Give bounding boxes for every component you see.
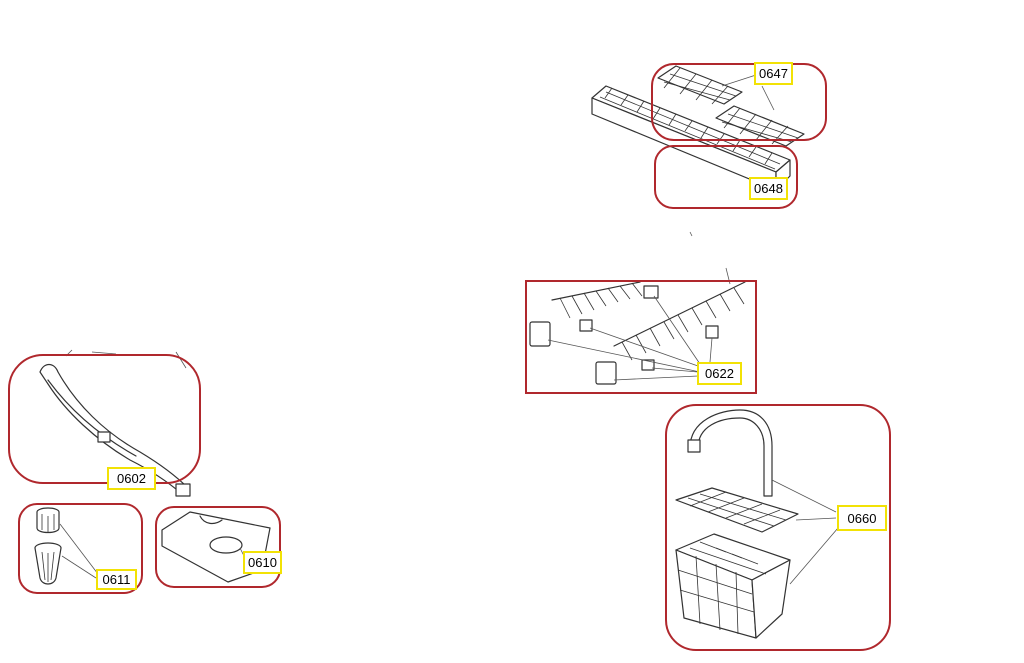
group-outline-0647 (651, 63, 827, 141)
svg-text:0647: 0647 (759, 66, 788, 81)
group-outline-0622 (525, 280, 757, 394)
part-group-0660: 0660 (665, 404, 891, 651)
group-outline-0610 (155, 506, 281, 588)
svg-text:0660: 0660 (848, 511, 877, 526)
rack-tines-illustration (551, 281, 746, 361)
part-label-0660[interactable]: 0660 (837, 505, 887, 531)
basket-body-illustration (675, 533, 791, 639)
svg-text:0611: 0611 (103, 572, 131, 587)
part-label-0622[interactable]: 0622 (697, 362, 742, 385)
spray-arm-illustration (39, 363, 191, 497)
part-label-0648[interactable]: 0648 (749, 177, 788, 200)
grid-insert-illustration (657, 65, 805, 147)
tray-illustration (591, 85, 791, 191)
filter-illustration (34, 507, 62, 585)
basket-lid-illustration (675, 487, 799, 533)
part-label-0610[interactable]: 0610 (243, 551, 282, 574)
part-group-0610: 0610 (155, 506, 282, 588)
part-group-0611: 0611 (18, 503, 143, 594)
svg-text:0648: 0648 (754, 181, 783, 196)
part-group-0622: 0622 (525, 231, 757, 394)
part-label-0647[interactable]: 0647 (754, 62, 793, 85)
svg-text:0610: 0610 (248, 555, 277, 570)
clip-illustration (529, 285, 719, 385)
part-label-0602[interactable]: 0602 (107, 467, 156, 490)
svg-text:0622: 0622 (705, 366, 734, 381)
svg-text:0602: 0602 (117, 471, 146, 486)
part-group-0647-0648: 0647 0648 (591, 62, 827, 209)
group-outline-0660 (665, 404, 891, 651)
group-outline-0648 (654, 145, 798, 209)
group-outline-0602 (8, 354, 201, 484)
group-outline-0611 (18, 503, 143, 594)
part-label-0611[interactable]: 0611 (96, 569, 137, 590)
part-group-0602: 0602 (8, 349, 201, 497)
basket-handle-illustration (687, 409, 773, 497)
